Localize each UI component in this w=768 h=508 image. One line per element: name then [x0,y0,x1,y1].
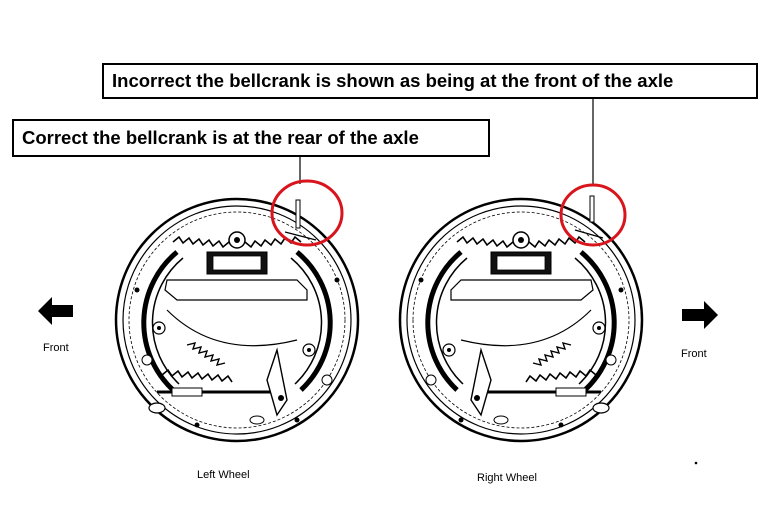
left-bellcrank [284,199,317,241]
front-left-label: Front [43,342,69,354]
right-wheel-label: Right Wheel [477,472,537,484]
left-wheel-label: Left Wheel [197,469,250,481]
arrow-left-icon [38,297,73,325]
correct-callout: Correct the bellcrank is at the rear of … [12,119,490,157]
correct-highlight-circle [270,179,344,247]
right-wheel-drawing [400,199,642,441]
front-right-label: Front [681,348,707,360]
incorrect-highlight-circle [559,183,627,247]
left-wheel-drawing [116,199,358,441]
arrow-right-icon [682,301,718,329]
right-bellcrank [574,195,604,239]
incorrect-callout: Incorrect the bellcrank is shown as bein… [102,63,758,99]
